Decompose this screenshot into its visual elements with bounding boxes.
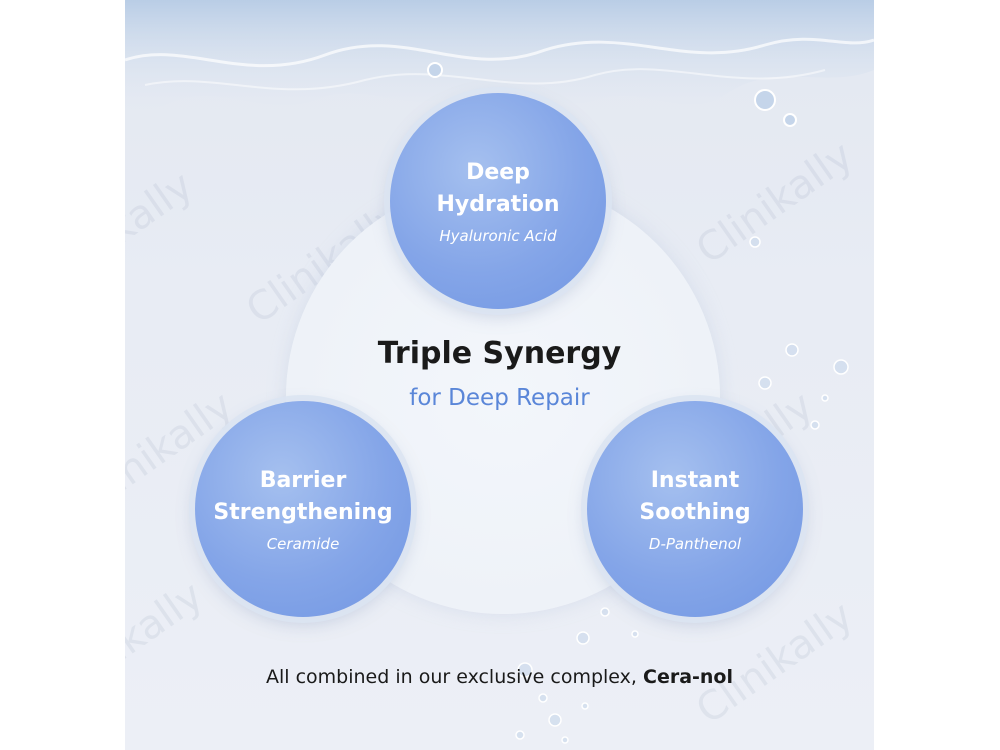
footer-brand: Cera-nol — [643, 666, 733, 688]
benefit-bubble-barrier: Barrier Strengthening Ceramide — [195, 401, 411, 617]
water-splash-image — [125, 0, 874, 127]
promo-canvas: Clinikally Clinikally Clinikally Clinika… — [125, 0, 874, 750]
benefit-title-line2: Strengthening — [213, 500, 393, 525]
benefit-ingredient: Hyaluronic Acid — [439, 227, 557, 245]
footer-caption: All combined in our exclusive complex, C… — [125, 666, 874, 688]
benefit-ingredient: Ceramide — [266, 535, 340, 553]
benefit-title-line1: Barrier — [259, 468, 347, 493]
benefit-title-line1: Instant — [650, 468, 740, 493]
benefit-ingredient: D-Panthenol — [648, 535, 742, 553]
benefit-title-line1: Deep — [466, 160, 530, 185]
benefit-bubble-soothing: Instant Soothing D-Panthenol — [587, 401, 803, 617]
benefit-bubble-hydration: Deep Hydration Hyaluronic Acid — [390, 93, 606, 309]
benefit-title-line2: Soothing — [639, 500, 751, 525]
headline-title: Triple Synergy — [377, 336, 622, 371]
footer-text: All combined in our exclusive complex, — [265, 666, 637, 688]
headline-subtitle: for Deep Repair — [409, 385, 590, 411]
benefit-title-line2: Hydration — [436, 192, 560, 217]
